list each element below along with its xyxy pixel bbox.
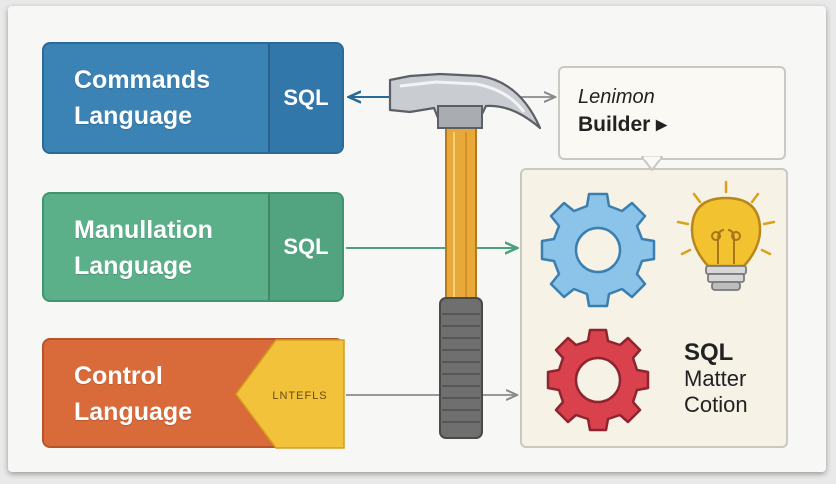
manullation-sql-tag: SQL (268, 194, 342, 300)
commands-language-title: Commands Language (74, 66, 211, 130)
control-language-title: Control Language (74, 362, 193, 426)
sql-matter-line3: Cotion (684, 392, 748, 417)
builder-callout-line2: Builder ▸ (578, 113, 667, 136)
builder-callout-line1: Lenimon (578, 86, 655, 108)
builder-callout: Lenimon Builder ▸ (558, 66, 786, 160)
blue-gear-icon (540, 192, 656, 308)
sql-matter-text: SQL Matter Cotion (684, 340, 748, 418)
control-tag: LNTEFLS (235, 339, 345, 449)
manullation-language-box: Manullation Language SQL (42, 192, 344, 302)
lightbulb-icon (676, 180, 776, 291)
manullation-language-title: Manullation Language (74, 216, 213, 280)
hammer-icon (388, 72, 542, 439)
commands-sql-tag: SQL (268, 44, 342, 152)
control-tag-label: LNTEFLS (272, 390, 327, 402)
red-gear-icon (546, 328, 650, 432)
sql-matter-line2: Matter (684, 366, 747, 391)
sql-matter-line1: SQL (684, 339, 734, 366)
commands-language-box: Commands Language SQL (42, 42, 344, 154)
